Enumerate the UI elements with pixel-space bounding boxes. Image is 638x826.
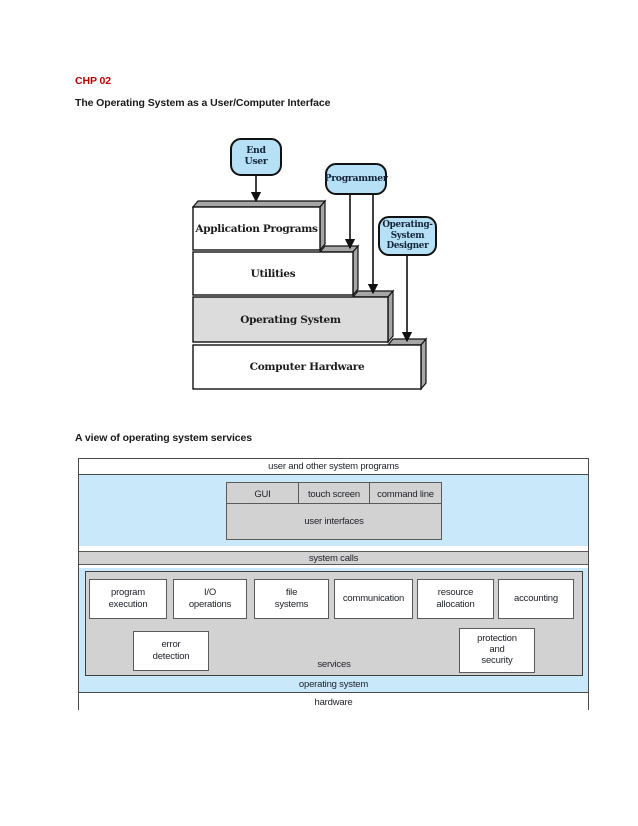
service-io-operations: I/O operations [173, 579, 247, 619]
step-computer-hardware: Computer Hardware [249, 361, 365, 373]
operating-system-band: operating system [298, 678, 369, 690]
section-heading-services: A view of operating system services [75, 432, 253, 444]
services-label: services [317, 658, 351, 670]
layers-views-diagram: End User Programmer Operating- System De… [185, 132, 445, 395]
bubble-end-user: End User [230, 138, 282, 176]
step-operating-system: Operating System [240, 313, 341, 326]
service-communication: communication [334, 579, 413, 619]
system-calls-band: system calls [79, 551, 588, 565]
bubble-os-designer: Operating- System Designer [378, 216, 437, 256]
ui-cell-touch-screen: touch screen [297, 482, 371, 506]
chapter-heading: CHP 02 [75, 75, 111, 87]
view-arrows [250, 176, 413, 343]
service-file-systems: file systems [254, 579, 329, 619]
step-application-programs: Application Programs [195, 222, 318, 235]
os-services-diagram: user and other system programs GUI touch… [78, 458, 589, 711]
ui-cell-command-line: command line [369, 482, 442, 506]
step-utilities: Utilities [250, 267, 296, 280]
user-interfaces-box: user interfaces [226, 502, 442, 540]
staircase-shapes [191, 176, 428, 391]
service-protection-security: protection and security [459, 628, 535, 673]
service-accounting: accounting [498, 579, 574, 619]
hardware-row: hardware [79, 692, 588, 711]
section-heading-interface: The Operating System as a User/Computer … [75, 97, 331, 109]
bubble-programmer: Programmer [325, 163, 388, 195]
service-error-detection: error detection [133, 631, 209, 671]
ui-types-row: GUI touch screen command line [226, 482, 442, 506]
step-front-faces [192, 206, 422, 390]
service-resource-allocation: resource allocation [417, 579, 494, 619]
user-programs-row: user and other system programs [79, 459, 588, 475]
service-program-execution: program execution [89, 579, 167, 619]
